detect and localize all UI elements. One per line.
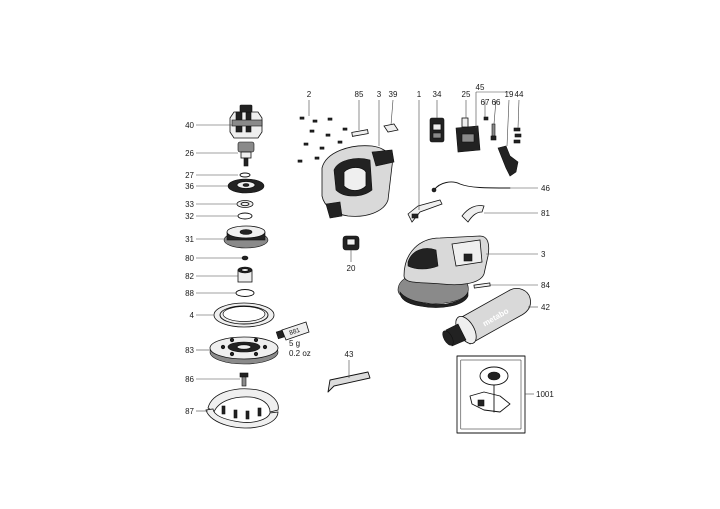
part-86-screw bbox=[239, 372, 249, 387]
part-42-dust-box bbox=[442, 288, 531, 347]
part-81-bracket bbox=[461, 205, 485, 223]
part-2-screws bbox=[297, 116, 348, 163]
callout-67: 67 bbox=[481, 98, 490, 107]
callout-32: 32 bbox=[185, 212, 194, 221]
grease-tube bbox=[275, 321, 310, 341]
part-46-cable bbox=[433, 181, 511, 191]
part-67-screw bbox=[483, 116, 489, 121]
callout-26: 26 bbox=[185, 149, 194, 158]
grease-weight-oz: 0.2 oz bbox=[289, 349, 311, 358]
callout-88: 88 bbox=[185, 289, 194, 298]
callout-81: 81 bbox=[541, 209, 550, 218]
callout-33: 33 bbox=[185, 200, 194, 209]
part-83-sanding-pad bbox=[209, 336, 279, 365]
callout-46: 46 bbox=[541, 184, 550, 193]
callout-3-right: 3 bbox=[541, 250, 546, 259]
callout-4: 4 bbox=[190, 311, 195, 320]
part-46-cable-end bbox=[431, 187, 437, 193]
callout-36: 36 bbox=[185, 182, 194, 191]
part-32-circlip bbox=[237, 212, 253, 220]
callout-44: 44 bbox=[515, 90, 524, 99]
part-84-pin bbox=[473, 282, 491, 289]
callout-3-top: 3 bbox=[377, 90, 382, 99]
part-87-pad-guard bbox=[205, 388, 279, 429]
part-66-spring bbox=[490, 123, 497, 141]
callout-82: 82 bbox=[185, 272, 194, 281]
part-19-terminal-clip bbox=[497, 145, 519, 177]
part-80-nut bbox=[241, 255, 249, 261]
callout-34: 34 bbox=[433, 90, 442, 99]
part-88-ring bbox=[235, 289, 255, 297]
callout-2: 2 bbox=[307, 90, 312, 99]
part-3-housing-assembly bbox=[397, 235, 490, 308]
callout-27: 27 bbox=[185, 171, 194, 180]
callout-19: 19 bbox=[505, 90, 514, 99]
part-20-lock-button bbox=[342, 235, 360, 251]
callout-86: 86 bbox=[185, 375, 194, 384]
part-39-plate bbox=[383, 123, 399, 133]
part-33-bearing bbox=[236, 200, 254, 208]
callout-85: 85 bbox=[355, 90, 364, 99]
callout-66: 66 bbox=[492, 98, 501, 107]
part-31-eccentric-fan bbox=[223, 225, 269, 249]
part-25-contact-plate bbox=[455, 117, 481, 153]
part-27-ring bbox=[239, 172, 251, 178]
part-44-contacts bbox=[513, 127, 522, 144]
callout-31: 31 bbox=[185, 235, 194, 244]
callout-84: 84 bbox=[541, 281, 550, 290]
part-1001-instruction-box bbox=[456, 355, 526, 434]
part-40-motor bbox=[229, 104, 263, 139]
callout-42: 42 bbox=[541, 303, 550, 312]
part-43-hex-key bbox=[327, 371, 371, 393]
callout-39: 39 bbox=[389, 90, 398, 99]
callout-1001: 1001 bbox=[536, 390, 554, 399]
callout-1: 1 bbox=[417, 90, 422, 99]
part-3-housing-half bbox=[321, 145, 395, 219]
callout-83: 83 bbox=[185, 346, 194, 355]
callout-80: 80 bbox=[185, 254, 194, 263]
grease-weight-g: 5 g bbox=[289, 339, 300, 348]
part-4-seal-ring bbox=[213, 302, 275, 328]
callout-25: 25 bbox=[462, 90, 471, 99]
leader-lines bbox=[196, 91, 538, 412]
part-82-bearing bbox=[237, 266, 253, 283]
callout-87: 87 bbox=[185, 407, 194, 416]
callout-45: 45 bbox=[476, 83, 485, 92]
callout-43: 43 bbox=[345, 350, 354, 359]
part-26-pinion-shaft bbox=[237, 141, 255, 167]
part-1-switch bbox=[407, 199, 443, 223]
callout-20: 20 bbox=[347, 264, 356, 273]
callout-40: 40 bbox=[185, 121, 194, 130]
part-34-electronic-module bbox=[429, 117, 445, 143]
part-36-fan bbox=[227, 178, 265, 194]
part-85-label-plate bbox=[351, 129, 369, 137]
grease-code: 881 bbox=[288, 327, 301, 337]
